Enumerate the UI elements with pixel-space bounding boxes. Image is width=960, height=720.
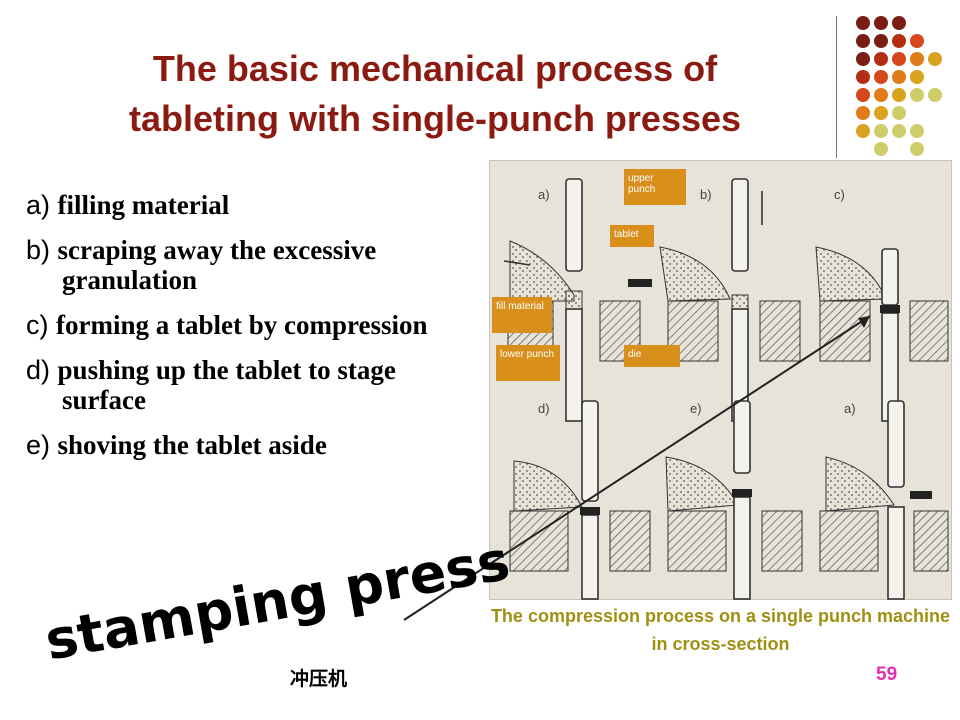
step-letter: e) xyxy=(26,430,51,460)
panel-e-bottom xyxy=(665,400,803,600)
slide-title: The basic mechanical process of tabletin… xyxy=(40,44,830,144)
tag-lower-punch: lower punch xyxy=(496,345,560,381)
decor-dot xyxy=(856,16,870,30)
decor-dot xyxy=(856,124,870,138)
title-line-2: tableting with single-punch presses xyxy=(128,98,742,139)
decor-dot xyxy=(874,52,888,66)
chinese-label: 冲压机 xyxy=(290,668,348,690)
decor-dot xyxy=(910,70,924,84)
decor-dot xyxy=(910,88,924,102)
decor-divider xyxy=(836,16,837,158)
decor-dot xyxy=(892,106,906,120)
step-list: a) filling material b) scraping away the… xyxy=(26,190,476,475)
decor-dot xyxy=(856,34,870,48)
stage-label-b: b) xyxy=(700,187,712,202)
decor-dot xyxy=(874,88,888,102)
press-diagram-drawing xyxy=(503,178,949,600)
tag-fill-material: fill material xyxy=(492,297,552,333)
list-item: e) shoving the tablet aside xyxy=(26,430,476,460)
list-item: a) filling material xyxy=(26,190,476,220)
step-letter: a) xyxy=(26,190,51,220)
step-text: filling material xyxy=(57,190,230,220)
decor-dot xyxy=(910,34,924,48)
decor-dot xyxy=(892,88,906,102)
decor-dot xyxy=(892,52,906,66)
stage-label-a-repeat: a) xyxy=(844,401,856,416)
step-text: forming a tablet by compression xyxy=(56,310,428,340)
decor-dot xyxy=(928,88,942,102)
page-number: 59 xyxy=(876,664,898,685)
tag-tablet: tablet xyxy=(610,225,654,247)
decor-dot xyxy=(910,142,924,156)
stage-label-d: d) xyxy=(538,401,550,416)
list-item: b) scraping away the excessive granulati… xyxy=(26,235,476,295)
decor-dot xyxy=(874,70,888,84)
tag-die: die xyxy=(624,345,680,367)
press-diagram: a) b) c) d) e) a) upper punch tablet fil… xyxy=(489,160,952,600)
panel-d-bottom xyxy=(509,400,651,600)
step-text: shoving the tablet aside xyxy=(57,430,327,460)
panel-b-top xyxy=(659,178,801,422)
stage-label-e: e) xyxy=(690,401,702,416)
step-text: scraping away the excessive granulation xyxy=(57,235,377,295)
step-letter: b) xyxy=(26,235,51,265)
decor-dot xyxy=(856,106,870,120)
decor-dot xyxy=(910,52,924,66)
decor-dot xyxy=(856,70,870,84)
decor-dot xyxy=(856,52,870,66)
decor-dot xyxy=(874,142,888,156)
stage-label-a: a) xyxy=(538,187,550,202)
step-text: pushing up the tablet to stage surface xyxy=(57,355,396,415)
figure-caption: The compression process on a single punc… xyxy=(490,606,951,654)
decor-dot xyxy=(874,16,888,30)
step-letter: c) xyxy=(26,310,49,340)
decor-dot xyxy=(874,34,888,48)
decor-dot xyxy=(874,106,888,120)
decor-dot xyxy=(892,124,906,138)
title-line-1: The basic mechanical process of xyxy=(152,48,718,89)
decor-dot xyxy=(892,34,906,48)
decor-dot xyxy=(910,124,924,138)
decor-dot xyxy=(892,16,906,30)
decor-dot xyxy=(928,52,942,66)
list-item: c) forming a tablet by compression xyxy=(26,310,476,340)
stage-label-c: c) xyxy=(834,187,845,202)
decor-dot xyxy=(874,124,888,138)
panel-c-top xyxy=(815,246,949,422)
tag-upper-punch: upper punch xyxy=(624,169,686,205)
panel-a-bottom xyxy=(819,400,949,600)
list-item: d) pushing up the tablet to stage surfac… xyxy=(26,355,476,415)
step-letter: d) xyxy=(26,355,51,385)
stamping-press-label: stamping press xyxy=(40,528,515,673)
decor-dot xyxy=(856,88,870,102)
decor-dot xyxy=(892,70,906,84)
